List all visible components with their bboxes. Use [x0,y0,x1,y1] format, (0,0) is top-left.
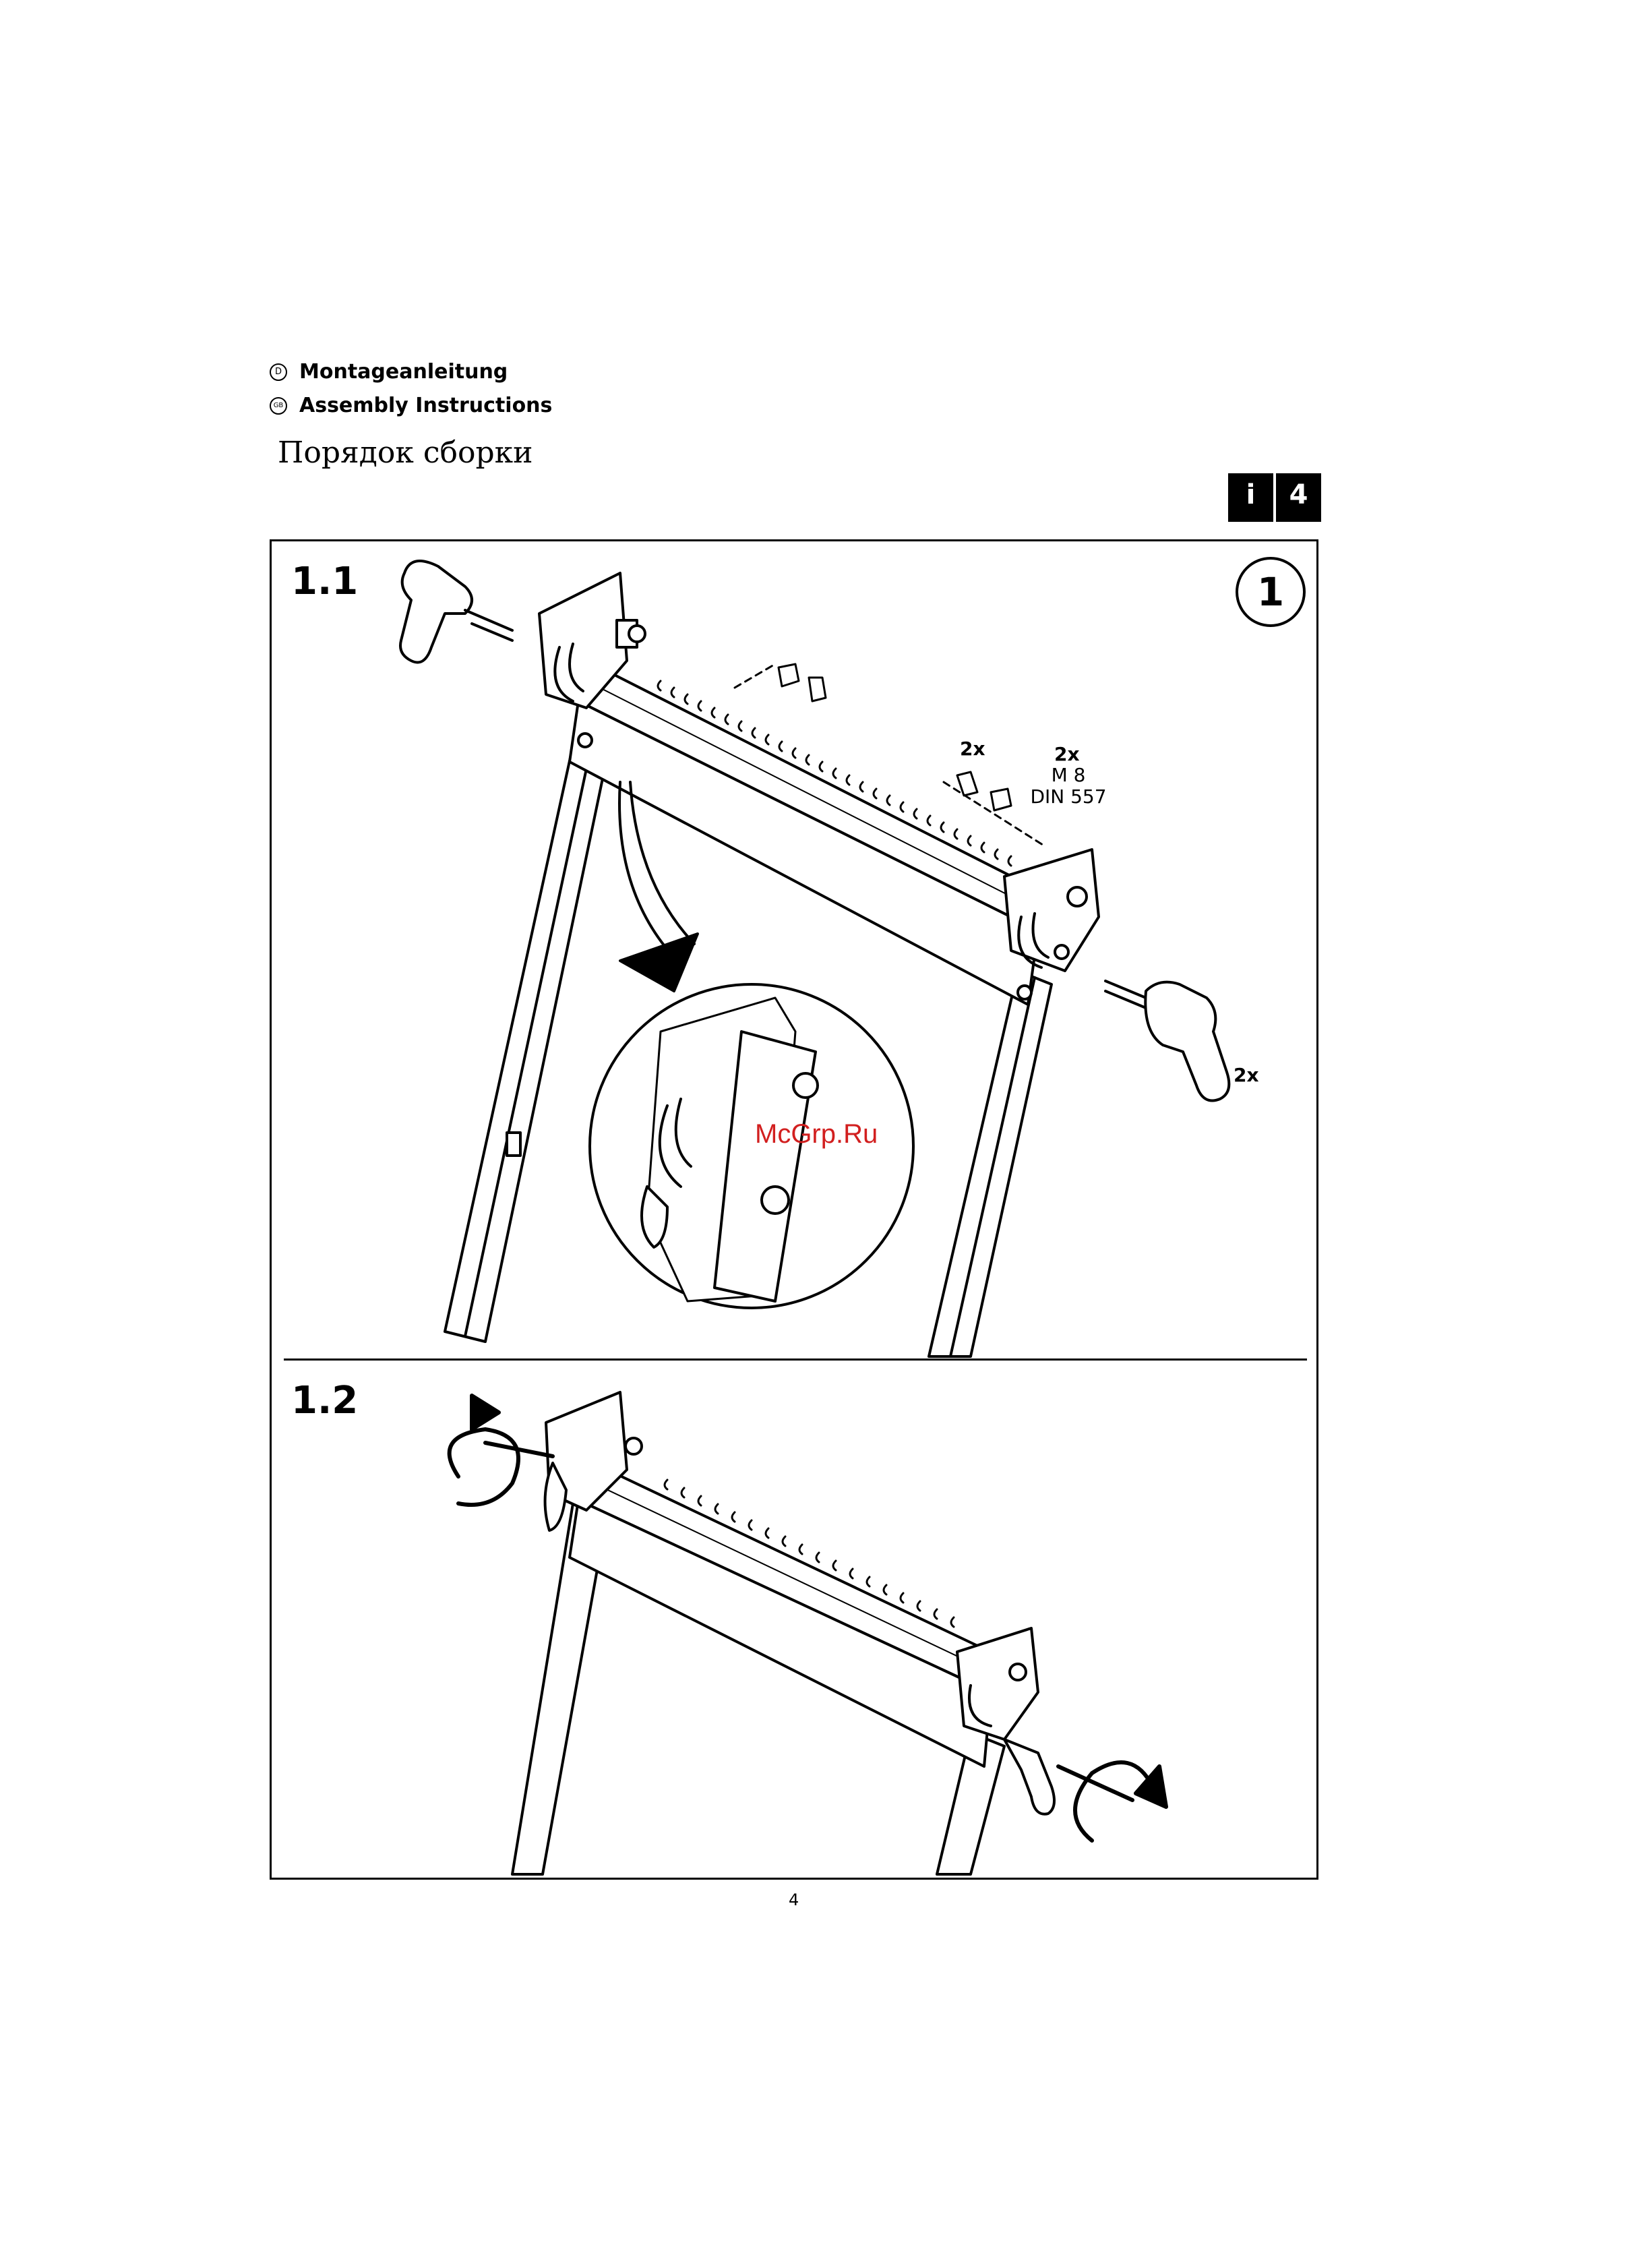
nut-spec: M 8 DIN 557 [1025,765,1112,808]
nut-spec-standard: DIN 557 [1025,786,1112,808]
watermark: McGrp.Ru [755,1119,878,1150]
step-1-2-label: 1.2 [291,1379,358,1423]
right-frame-leg [929,971,1052,1356]
cross-beam-1-2 [570,1463,1004,1766]
right-clamp-handle [1105,981,1229,1101]
left-clamp-handle [400,561,512,663]
step-1-1-label: 1.1 [291,560,358,603]
left-frame-leg [445,715,613,1342]
step-number-circle: 1 [1236,557,1306,627]
part-qty-nut: 2x [1054,743,1080,765]
page-number: 4 [789,1890,799,1909]
handle-qty: 2x [1234,1064,1259,1086]
rotate-arrow-icon [450,1396,553,1505]
rotate-arrow-icon-right [1058,1762,1166,1841]
part-qty-clip: 2x [960,738,985,760]
nut-spec-size: M 8 [1025,765,1112,786]
